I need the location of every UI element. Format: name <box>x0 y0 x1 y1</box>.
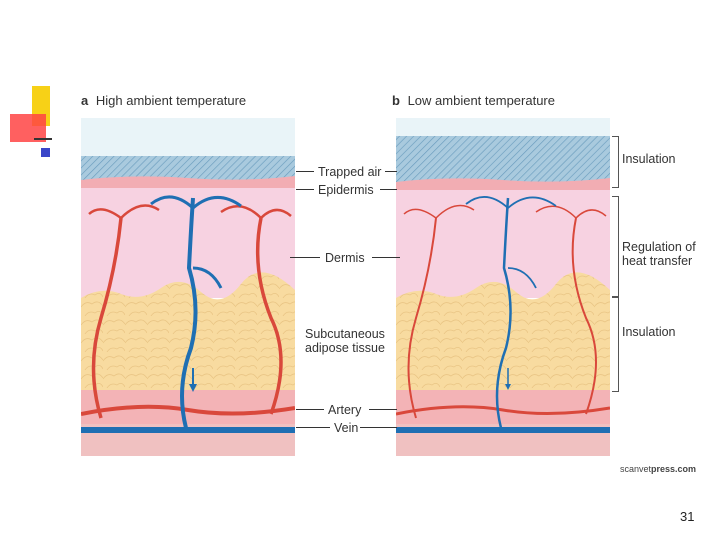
label-trapped-air: Trapped air <box>318 165 382 179</box>
panel-a-title: a High ambient temperature <box>81 93 246 108</box>
label-epidermis: Epidermis <box>318 183 374 197</box>
leader-trapped-air-right <box>385 171 397 172</box>
label-subcutaneous-line-2: adipose tissue <box>305 341 385 355</box>
credit-prefix: scanvet <box>620 464 652 474</box>
label-regulation-line-2: heat transfer <box>622 254 693 268</box>
leader-artery <box>296 409 324 410</box>
panel-a-letter: a <box>81 93 89 108</box>
label-insulation-top: Insulation <box>622 152 676 166</box>
panel-a-title-text: High ambient temperature <box>95 93 247 108</box>
leader-epidermis <box>296 189 314 190</box>
panel-b-illustration <box>396 118 610 456</box>
leader-vein <box>296 427 330 428</box>
leader-artery-right <box>369 409 397 410</box>
label-regulation-line-1: Regulation of <box>622 240 696 254</box>
label-artery: Artery <box>328 403 362 417</box>
label-vein: Vein <box>334 421 359 435</box>
leader-vein-right <box>360 427 397 428</box>
leader-trapped-air <box>296 171 314 172</box>
bracket-regulation <box>612 196 619 298</box>
label-subcutaneous-line-1: Subcutaneous <box>305 327 385 341</box>
panel-b-title-text: Low ambient temperature <box>407 93 555 108</box>
image-credit: scanvetpress.com <box>620 464 696 474</box>
panel-b-letter: b <box>392 93 400 108</box>
panel-b-title: b Low ambient temperature <box>392 93 555 108</box>
bracket-insulation-bottom <box>612 296 619 392</box>
leader-dermis-right <box>372 257 400 258</box>
leader-dermis <box>290 257 320 258</box>
leader-epidermis-right <box>380 189 397 190</box>
credit-suffix: press.com <box>651 464 697 474</box>
page-number: 31 <box>680 509 695 524</box>
slide-corner-decoration <box>0 80 60 160</box>
panel-a-illustration <box>81 118 295 456</box>
bracket-insulation-top <box>612 136 619 188</box>
label-insulation-bottom: Insulation <box>622 325 676 339</box>
label-dermis: Dermis <box>325 251 365 265</box>
